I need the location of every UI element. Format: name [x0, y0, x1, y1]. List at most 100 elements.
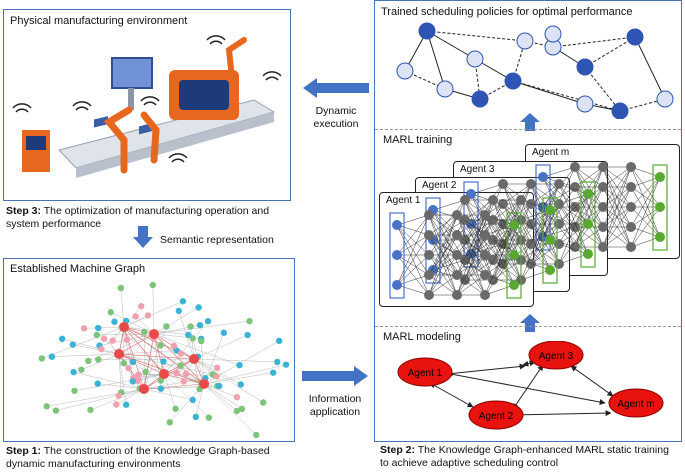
graph-node — [134, 372, 141, 379]
graph-edge — [73, 371, 145, 390]
graph-node — [122, 401, 130, 408]
arrow-right-icon — [302, 366, 368, 386]
graph-node — [177, 350, 185, 357]
section-divider — [375, 129, 681, 130]
graph-node — [173, 369, 180, 377]
graph-node — [142, 368, 149, 376]
graph-edge — [203, 383, 237, 398]
graph-node — [94, 380, 101, 387]
graph-node — [123, 336, 131, 344]
policy-edge — [584, 36, 636, 68]
policy-edge — [634, 36, 666, 100]
agent-interaction-graph: Agent 1 Agent 3 Agent 2 Agent m — [397, 341, 664, 430]
graph-node — [236, 361, 243, 369]
graph-node — [132, 313, 139, 320]
graph-hub-node — [159, 369, 169, 379]
policy-node — [626, 28, 644, 46]
graph-node — [71, 387, 78, 395]
step2-caption: Step 2: The Knowledge Graph-enhanced MAR… — [380, 444, 669, 469]
graph-node — [98, 345, 105, 353]
graph-edge — [203, 383, 243, 410]
policy-node — [418, 22, 436, 40]
graph-edge — [193, 334, 248, 360]
agent-node-m: Agent m — [608, 388, 664, 418]
graph-node — [129, 358, 137, 366]
graph-node — [198, 337, 205, 345]
graph-node — [100, 335, 108, 342]
graph-edge — [123, 326, 205, 385]
graph-edge — [143, 378, 206, 390]
graph-node — [187, 323, 194, 330]
arrow-up-icon — [520, 314, 540, 332]
graph-node — [270, 369, 277, 376]
step3-panel-title: Physical manufacturing environment — [10, 15, 188, 27]
graph-edge — [118, 353, 145, 390]
graph-node — [157, 342, 164, 349]
graph-node — [38, 355, 45, 362]
graph-edge — [118, 333, 155, 355]
machine-graph — [38, 281, 290, 439]
graph-node — [85, 357, 92, 365]
graph-hub-node — [149, 329, 159, 339]
graph-node — [195, 304, 202, 311]
graph-edge — [193, 358, 264, 403]
semantic-representation-label: Semantic representation — [160, 234, 274, 246]
policies-title: Trained scheduling policies for optimal … — [381, 6, 633, 18]
graph-edge — [143, 383, 205, 390]
step2-panel: Trained scheduling policies for optimal … — [374, 0, 682, 442]
graph-edge — [203, 332, 225, 385]
graph-node — [233, 407, 241, 415]
step1-caption: Step 1: The construction of the Knowledg… — [6, 445, 270, 470]
svg-text:Agent 2: Agent 2 — [479, 411, 514, 422]
graph-edge — [145, 358, 195, 373]
graph-edge — [118, 353, 165, 375]
graph-node — [205, 414, 213, 421]
policy-node — [611, 102, 629, 119]
graph-edge — [143, 388, 193, 401]
graph-edge — [163, 373, 209, 418]
policy-edge — [426, 30, 446, 90]
graph-node — [149, 281, 156, 289]
graph-edge — [203, 364, 287, 385]
graph-node — [94, 324, 102, 332]
graph-node — [253, 431, 260, 439]
graph-node — [166, 419, 173, 426]
graph-node — [246, 317, 253, 325]
graph-edge — [153, 307, 199, 335]
policy-edge — [426, 30, 476, 60]
graph-edge — [74, 373, 165, 392]
graph-hub-node — [114, 349, 124, 359]
graph-edge — [203, 383, 238, 412]
policy-node — [396, 62, 414, 80]
graph-node — [109, 337, 116, 344]
graph-edge — [143, 326, 167, 390]
svg-text:Agent 1: Agent 1 — [408, 368, 443, 379]
policy-node — [516, 32, 534, 50]
graph-edge — [153, 333, 205, 385]
graph-edge — [46, 388, 145, 407]
graph-hub-node — [139, 384, 149, 394]
graph-edge — [123, 326, 134, 382]
agent-card-1: Agent 1 — [379, 192, 534, 307]
graph-node — [238, 405, 246, 413]
graph-node — [244, 331, 251, 339]
graph-edge — [116, 388, 145, 405]
policy-node — [576, 95, 594, 113]
graph-hub-node — [189, 354, 199, 364]
graph-edge — [97, 383, 145, 390]
policy-node — [466, 50, 484, 68]
section-divider — [375, 326, 681, 327]
policy-edge — [426, 30, 526, 42]
graph-node — [182, 370, 190, 377]
graph-edge — [152, 284, 155, 335]
graph-edge — [123, 326, 165, 375]
graph-edge — [143, 333, 155, 390]
dynamic-execution-label: Dynamic execution — [313, 105, 359, 130]
svg-text:Agent m: Agent m — [617, 399, 654, 410]
policy-graph — [396, 22, 674, 119]
graph-node — [213, 364, 221, 372]
graph-edge — [118, 353, 122, 393]
graph-node — [282, 361, 290, 368]
graph-node — [48, 353, 56, 360]
policy-edge — [584, 66, 621, 112]
